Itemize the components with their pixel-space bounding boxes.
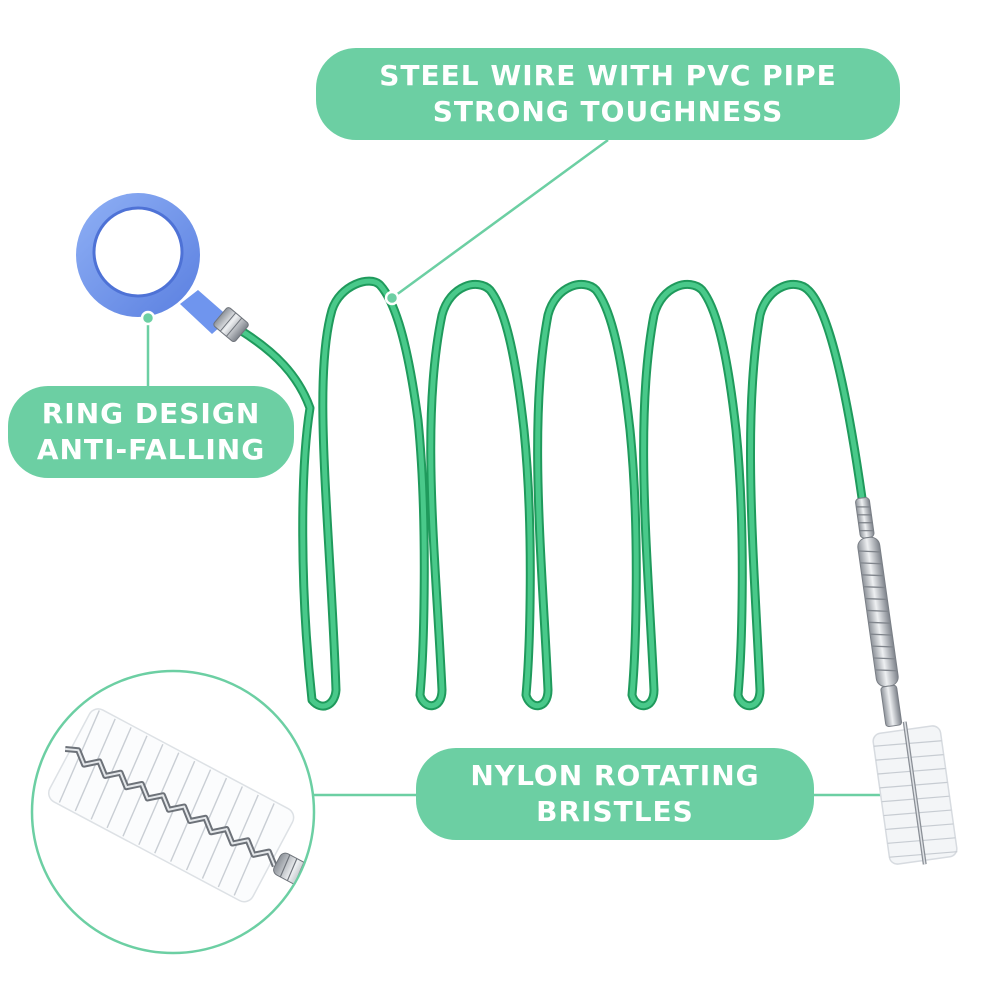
ring-metal-ferrule	[213, 307, 249, 343]
brush-detail-inset	[30, 669, 316, 955]
wire-callout-line2: STRONG TOUGHNESS	[432, 95, 784, 128]
coiled-wire	[235, 276, 867, 711]
ring-callout-line1: RING DESIGN	[41, 397, 261, 430]
wire-callout-line1: STEEL WIRE WITH PVC PIPE	[379, 59, 837, 92]
bristles-callout: NYLON ROTATING BRISTLES	[416, 748, 814, 840]
spring-connector	[855, 497, 903, 727]
ring-handle	[76, 193, 249, 343]
bristles-callout-line1: NYLON ROTATING	[470, 759, 760, 792]
ring-callout: RING DESIGN ANTI-FALLING	[8, 386, 294, 478]
nylon-brush-head	[872, 721, 958, 865]
wire-callout: STEEL WIRE WITH PVC PIPE STRONG TOUGHNES…	[316, 48, 900, 140]
ring-callout-line2: ANTI-FALLING	[36, 433, 266, 466]
bristles-callout-line2: BRISTLES	[536, 795, 694, 828]
